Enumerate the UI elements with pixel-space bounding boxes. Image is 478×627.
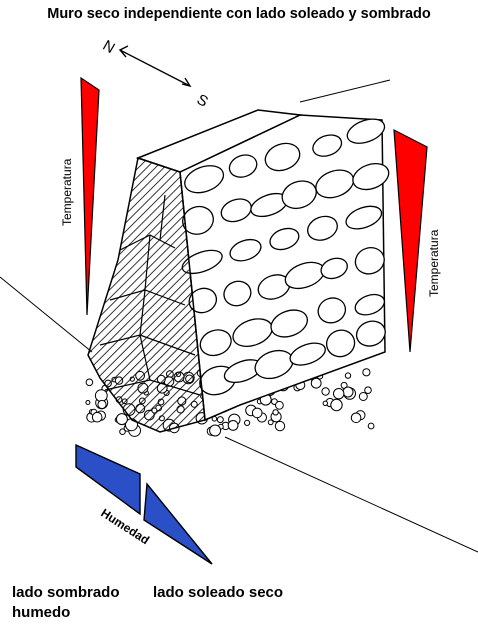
temperature-gradient-right [393, 128, 428, 353]
wall-stone [229, 238, 262, 262]
wall-stone [228, 154, 258, 178]
wall-stone [199, 329, 232, 357]
wall-stone [312, 134, 343, 157]
wall-stone [307, 215, 338, 241]
gravel-stone [119, 428, 126, 436]
wall-stone [317, 297, 347, 324]
gravel-stone [227, 420, 239, 431]
wall-stone [354, 293, 385, 316]
gravel-stone [344, 372, 352, 379]
temperature-label-right: Temperatura [427, 229, 441, 297]
wall-stone [352, 163, 390, 191]
wall-stone [346, 118, 386, 144]
gravel-stone [94, 389, 108, 403]
wall-stone [264, 142, 301, 172]
humidity-gradient-upper [75, 443, 141, 516]
wall-stone [320, 257, 348, 280]
wall-stone [289, 342, 326, 366]
wall-stone [270, 309, 309, 338]
wall-stone [184, 165, 225, 194]
gravel-stone [216, 416, 224, 424]
compass-south-label: S [194, 91, 211, 111]
gravel-stone [358, 392, 368, 401]
humidity-label: Humedad [98, 506, 151, 548]
gravel-stone [321, 387, 330, 396]
gravel-stone [85, 378, 94, 387]
wall-stone [355, 320, 386, 347]
temperature-gradient-left [80, 76, 100, 316]
gravel-stone [310, 377, 322, 389]
gravel-stone [91, 411, 103, 423]
gravel-stone [330, 398, 343, 412]
gravel-stone [115, 413, 128, 426]
gravel-stone [342, 386, 354, 398]
wall-stone [345, 205, 383, 230]
compass-north-label: N [100, 37, 118, 57]
diagram-title: Muro seco independiente con lado soleado… [47, 6, 431, 22]
temperature-label-left: Temperatura [60, 158, 74, 226]
wall-stone [223, 280, 252, 307]
gravel-stone [85, 400, 91, 405]
caption-sunny-side: lado soleado seco [153, 584, 284, 601]
gravel-stone [97, 399, 107, 410]
caption-shaded-side: lado sombrado humedo [12, 584, 120, 621]
gravel-stone [209, 424, 222, 437]
wall-stone [220, 198, 252, 223]
wall-stone [269, 227, 300, 251]
wall-stone [354, 247, 385, 275]
wall-stone [325, 329, 356, 358]
gravel-stone [350, 412, 362, 424]
gravel-stone [362, 368, 371, 377]
gravel-stone [322, 400, 328, 406]
gravel-stone [251, 407, 263, 419]
gravel-stone [244, 419, 251, 426]
gravel-stone [333, 388, 345, 400]
gravel-stone [274, 420, 286, 432]
compass-arrow [118, 45, 192, 88]
humidity-gradient-lower [143, 482, 213, 565]
gravel-stone [267, 419, 274, 426]
gravel-stone [364, 386, 372, 395]
gravel-stone [272, 409, 279, 416]
end-face-stones [99, 194, 201, 396]
wall-end-face [87, 157, 206, 433]
gravel-stone [367, 422, 375, 430]
gravel-stone [275, 400, 284, 410]
